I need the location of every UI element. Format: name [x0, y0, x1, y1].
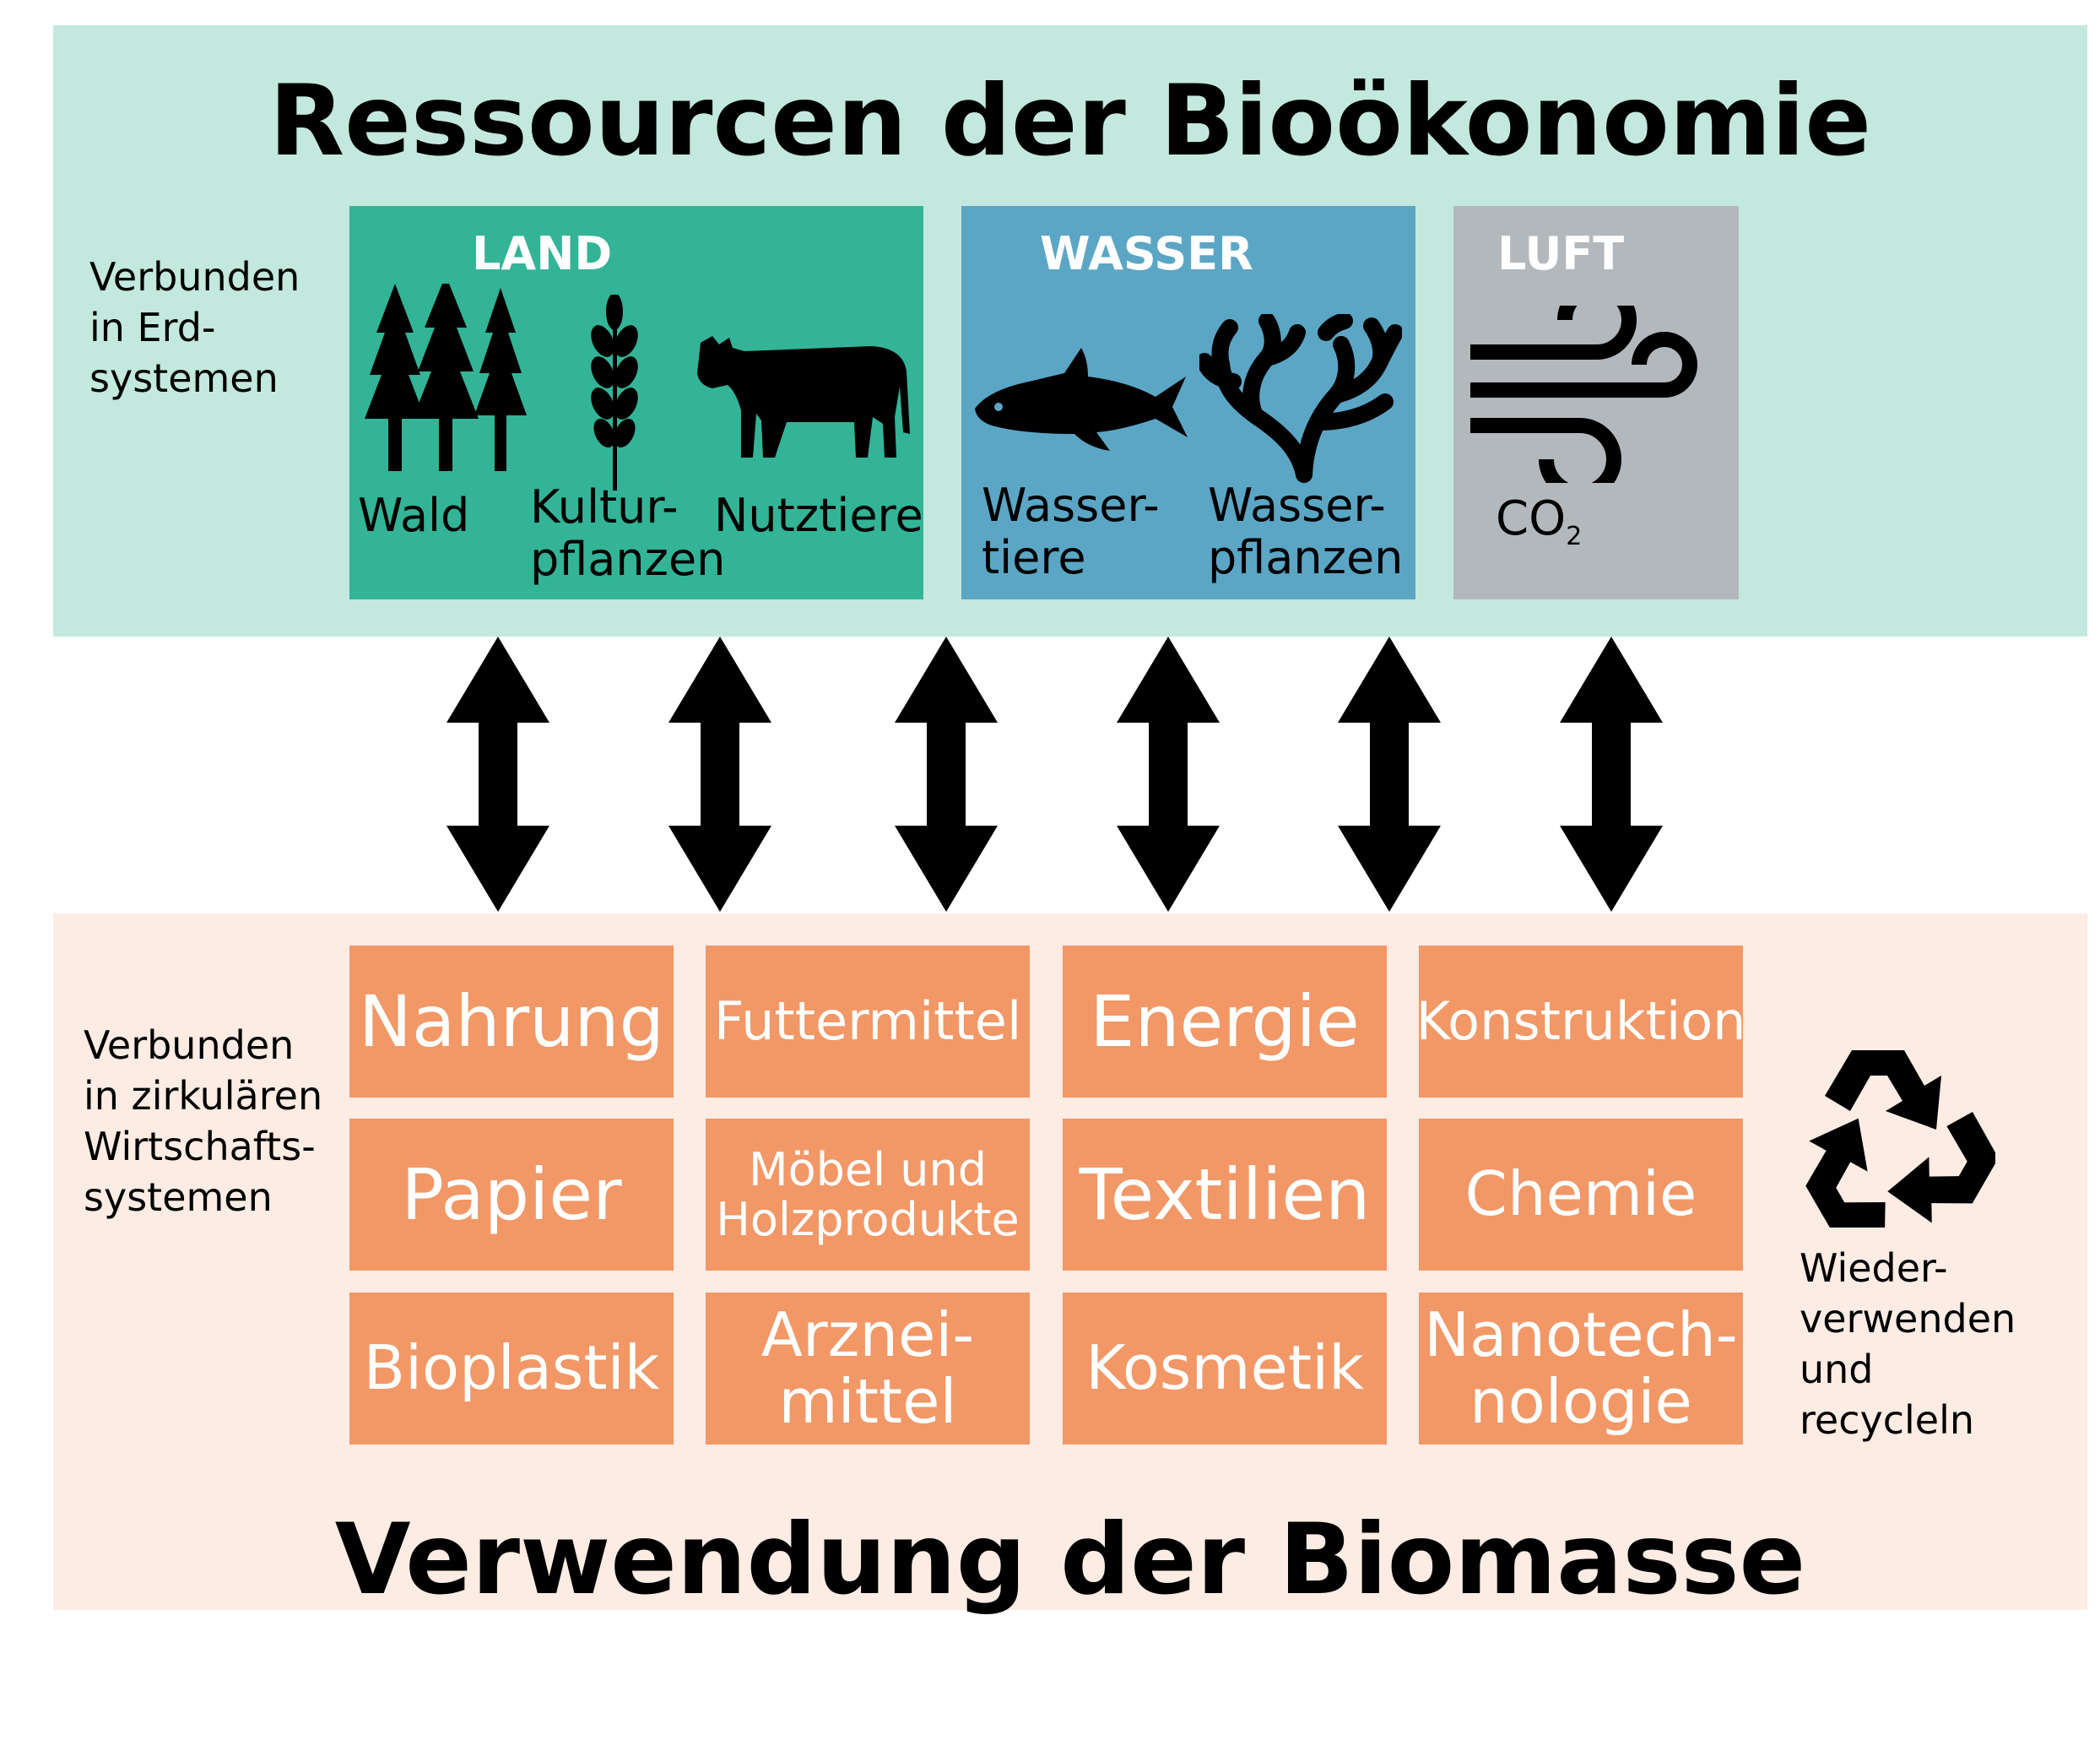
earth-systems-note: Verbunden in Erd- systemen: [89, 254, 300, 401]
air-box: LUFT CO2: [1453, 206, 1739, 599]
double-arrow-icon: [895, 637, 998, 912]
wassertiere-label: Wasser- tiere: [982, 479, 1160, 584]
cow-icon: [697, 336, 910, 458]
air-heading: LUFT: [1497, 227, 1625, 280]
double-arrow-icon: [1560, 637, 1663, 912]
water-box: WASSER Wasser- tiere Wasser- pflanzen: [961, 206, 1415, 599]
economy-systems-note: Verbunden in zirkulären Wirtschafts- sys…: [84, 1022, 323, 1220]
use-moebel-holzprodukte: Möbel und Holzprodukte: [706, 1119, 1030, 1271]
land-box: LAND Wald Kultur- pflanzen Nutztiere: [349, 206, 923, 599]
wind-icon: [1470, 306, 1697, 483]
double-arrow-icon: [447, 637, 549, 912]
main-title: Ressourcen der Bioökonomie: [268, 64, 1872, 178]
use-arzneimittel: Arznei- mittel: [706, 1293, 1030, 1445]
wasserpflanzen-label: Wasser- pflanzen: [1208, 479, 1404, 584]
use-nanotechnologie: Nanotech- nologie: [1419, 1293, 1743, 1445]
tree-icon: [365, 284, 527, 471]
coral-icon: [1199, 314, 1402, 483]
nutztiere-label: Nutztiere: [714, 489, 923, 542]
use-bioplastik: Bioplastik: [349, 1293, 674, 1445]
wheat-icon: [591, 295, 638, 491]
double-arrow-icon: [1117, 637, 1220, 912]
fish-icon: [975, 348, 1188, 451]
use-kosmetik: Kosmetik: [1063, 1293, 1387, 1445]
use-textilien: Textilien: [1063, 1119, 1387, 1271]
use-energie: Energie: [1063, 946, 1387, 1098]
double-arrow-icon: [1338, 637, 1441, 912]
use-futtermittel: Futtermittel: [706, 946, 1030, 1098]
use-konstruktion: Konstruktion: [1416, 946, 1745, 1098]
land-heading: LAND: [472, 227, 613, 280]
recycle-icon: [1793, 1050, 1995, 1228]
wald-label: Wald: [358, 489, 470, 542]
double-arrow-icon: [668, 637, 771, 912]
use-nahrung: Nahrung: [349, 946, 674, 1098]
kulturpflanzen-label: Kultur- pflanzen: [530, 480, 726, 586]
use-papier: Papier: [349, 1119, 674, 1271]
water-heading: WASSER: [1040, 227, 1253, 280]
usage-title: Verwendung der Biomasse: [334, 1503, 1806, 1617]
co2-label: CO2: [1496, 491, 1583, 552]
use-chemie: Chemie: [1419, 1119, 1743, 1271]
recycle-note: Wieder- verwenden und recycleln: [1800, 1245, 2016, 1443]
